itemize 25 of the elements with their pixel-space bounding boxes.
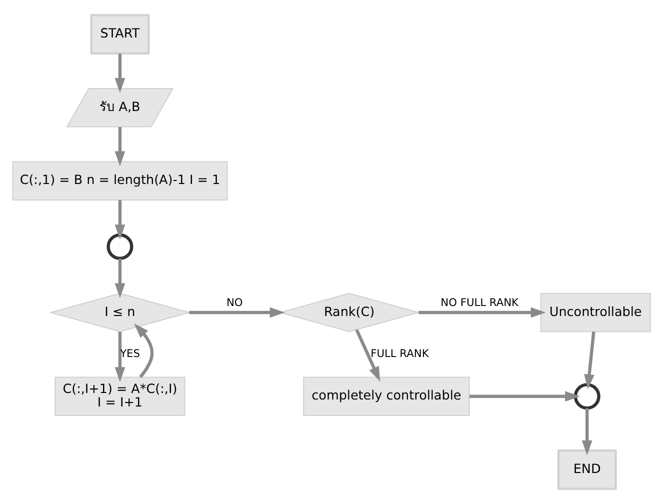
- arrow: [114, 127, 126, 166]
- arrow: [134, 323, 154, 378]
- edge-label: NO: [226, 296, 243, 310]
- node-box: C(:,1) = B n = length(A)-1 I = 1: [12, 161, 228, 200]
- edge-label: NO FULL RANK: [440, 296, 519, 310]
- arrow: [355, 329, 380, 382]
- node-box: Uncontrollable: [540, 292, 651, 332]
- arrow: [584, 332, 596, 390]
- node-box: C(:,I+1) = A*C(:,I) I = I+1: [54, 376, 186, 416]
- node-circle: [574, 383, 600, 410]
- arrow: [114, 54, 126, 93]
- edge-label: FULL RANK: [370, 347, 429, 360]
- arrow: [418, 307, 546, 318]
- node-diamond: I ≤ n: [48, 292, 191, 332]
- arrow: [470, 391, 580, 402]
- arrow: [114, 332, 126, 382]
- arrow: [114, 200, 126, 240]
- node-box: START: [90, 14, 150, 55]
- node-circle: [106, 233, 134, 260]
- edge-label: YES: [120, 347, 140, 360]
- arrow: [189, 307, 285, 318]
- node-box: completely controllable: [303, 376, 470, 416]
- arrow: [114, 258, 126, 298]
- arrow: [582, 408, 592, 456]
- node-box: END: [557, 449, 617, 490]
